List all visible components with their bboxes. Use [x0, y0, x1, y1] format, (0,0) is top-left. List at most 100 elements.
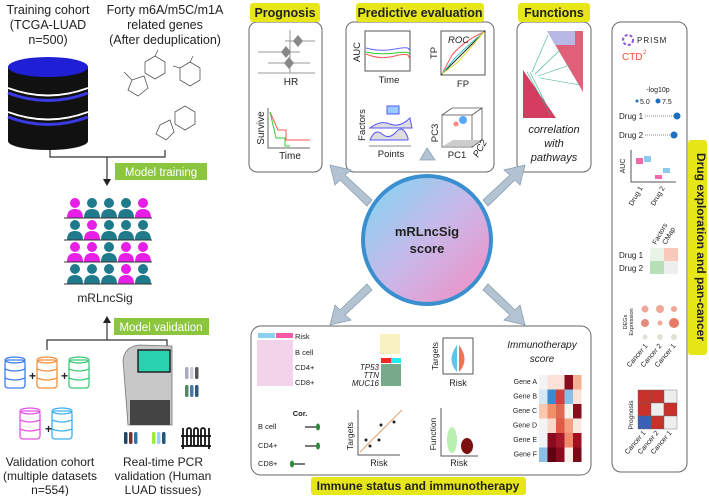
heatmap-cell	[573, 404, 582, 419]
person-icon	[135, 220, 151, 240]
training-cohort-line: Training cohort	[7, 3, 90, 17]
factors-label: Factors	[357, 109, 368, 141]
heatmap-cell	[573, 389, 582, 404]
genes-line: related genes	[127, 18, 203, 32]
arrow-down-icon	[103, 179, 111, 186]
fp-label: FP	[457, 79, 469, 90]
heatmap-cell	[650, 402, 665, 417]
person-icon	[101, 198, 117, 218]
heatmap-cell	[663, 415, 678, 430]
heatmap-cell	[547, 418, 556, 433]
heatmap-cell	[573, 433, 582, 448]
tube-icon	[157, 432, 161, 444]
pcr-line: Real-time PCR	[123, 455, 203, 469]
genes-line: (After deduplication)	[109, 33, 221, 47]
score-circle	[365, 178, 489, 302]
person-icon	[118, 198, 134, 218]
tube-icon	[185, 367, 189, 379]
legend-value: 5.0	[640, 99, 650, 106]
hr-label: HR	[284, 77, 298, 88]
drug-panel: Drug exploration and pan-cancer PRISM CT…	[611, 21, 708, 473]
plus-sign: +	[61, 369, 68, 383]
heatmap-cell	[556, 389, 565, 404]
heatmap-cell	[564, 375, 573, 390]
heatmap-row-label: Risk	[295, 332, 310, 341]
time-label: Time	[379, 75, 400, 86]
heatmap-cell	[573, 447, 582, 462]
risk-label: Risk	[370, 458, 388, 468]
person-icon	[84, 264, 100, 284]
tube-icon	[185, 385, 189, 397]
dot-mark	[671, 334, 677, 340]
pcr-machine-icon	[122, 344, 173, 426]
tube-rack-icon	[181, 427, 211, 449]
heatmap-cell	[650, 415, 665, 430]
prism-logo: PRISM	[637, 36, 667, 45]
roc-label: ROC	[448, 35, 469, 46]
pcr-line: LUAD tissues)	[125, 483, 202, 496]
person-icon	[118, 220, 134, 240]
heatmap-cell	[539, 389, 548, 404]
model-training-text: Model training	[125, 167, 197, 179]
heatmap-cell	[556, 418, 565, 433]
heatmap-cell	[539, 375, 548, 390]
heatmap-cell	[650, 389, 665, 404]
ctd2-logo-sup: 2	[643, 50, 647, 56]
risk-label: Risk	[449, 378, 467, 388]
predictive-evaluation-panel: Predictive evaluation AUC Time ROC TP FP…	[345, 3, 495, 173]
heatmap-cell	[663, 402, 678, 417]
prognosis-panel: Prognosis HR Survive Time	[248, 3, 323, 173]
person-icon	[84, 242, 100, 262]
drug-label: Drug 2	[619, 264, 644, 273]
person-icon	[67, 220, 83, 240]
mutated-gene-label: TP53	[360, 363, 380, 372]
database-icon	[4, 356, 26, 389]
heatmap-cell	[556, 433, 565, 448]
prism-logo-icon	[622, 34, 634, 46]
tube-icon	[190, 385, 194, 397]
heatmap-cell	[547, 433, 556, 448]
heatmap-cell	[556, 375, 565, 390]
functions-caption: with	[544, 138, 564, 150]
training-bracket	[49, 150, 166, 180]
arrow-to-predictive-icon	[419, 147, 436, 161]
person-icon	[118, 264, 134, 284]
heatmap-cell	[564, 433, 573, 448]
training-cohort-line: (TCGA-LUAD	[10, 18, 86, 32]
validation-datasets-icons	[4, 356, 90, 440]
person-icon	[67, 242, 83, 262]
heatmap-row-label: CD4+	[295, 363, 315, 372]
training-cohort-line: n=500)	[28, 33, 67, 47]
dot-mark	[657, 334, 663, 340]
prognosis-label: Prognosis	[628, 400, 635, 430]
heatmap-cell	[637, 402, 652, 417]
database-icon	[36, 356, 58, 389]
functions-caption: pathways	[530, 152, 578, 164]
mutated-gene-label: MUC16	[352, 379, 380, 388]
dot-mark	[669, 318, 679, 328]
lollipop-head	[316, 423, 320, 431]
gene-row-label: Gene E	[513, 437, 537, 444]
functions-panel: Functions correlation with pathways	[516, 3, 592, 173]
arrow-to-prognosis-icon	[329, 164, 373, 207]
heatmap-cell	[564, 389, 573, 404]
tube-icon	[152, 432, 156, 444]
validation-cohort-line: (multiple datasets	[3, 469, 97, 483]
arrows	[329, 147, 526, 326]
tube-icon	[124, 432, 128, 444]
heatmap-cell	[547, 375, 556, 390]
pcr-line: validation (Human	[115, 469, 212, 483]
gene-row-label: Gene B	[513, 394, 537, 401]
gene-row-label: Gene D	[513, 423, 537, 430]
auc-label: AUC	[352, 42, 363, 62]
person-icon	[84, 220, 100, 240]
tube-icon	[134, 432, 138, 444]
heatmap-cell	[556, 447, 565, 462]
heatmap-cell	[539, 433, 548, 448]
model-validation-text: Model validation	[119, 322, 202, 334]
heatmap-cell	[637, 415, 652, 430]
tube-icon	[162, 432, 166, 444]
